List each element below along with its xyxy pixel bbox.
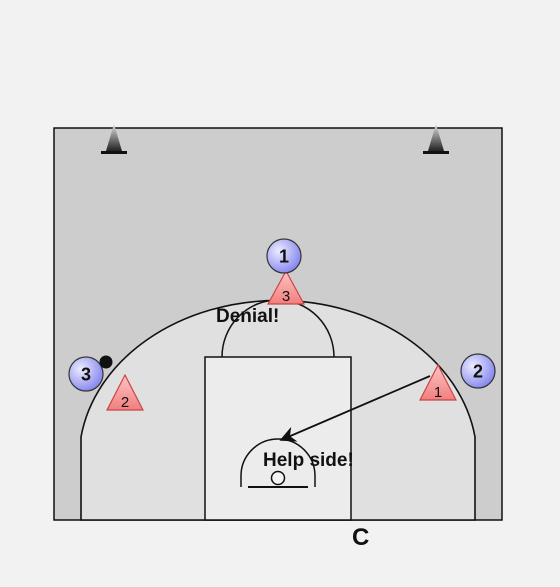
offense-player-1-label: 1	[279, 247, 289, 267]
basket-icon	[270, 470, 286, 486]
defender-1[interactable]: 1	[419, 363, 457, 401]
defender-2[interactable]: 2	[106, 373, 144, 411]
cone-icon	[423, 124, 449, 154]
help-arrow	[279, 375, 431, 442]
defender-3-label: 3	[282, 288, 290, 305]
defender-1-label: 1	[434, 384, 442, 401]
defender-2-label: 2	[121, 394, 129, 411]
ball-icon	[99, 355, 113, 369]
offense-player-1[interactable]: 1	[266, 238, 302, 274]
offense-player-2[interactable]: 2	[460, 353, 496, 389]
offense-player-3-label: 3	[81, 365, 91, 385]
coach-label: C	[352, 524, 369, 551]
offense-player-3[interactable]: 3	[68, 356, 104, 392]
offense-player-2-label: 2	[473, 362, 483, 382]
defender-3[interactable]: 3	[266, 269, 306, 305]
restricted-area	[240, 438, 316, 487]
help-side-annotation: Help side!	[263, 450, 354, 471]
cone-icon	[101, 124, 127, 154]
denial-annotation: Denial!	[216, 306, 279, 327]
